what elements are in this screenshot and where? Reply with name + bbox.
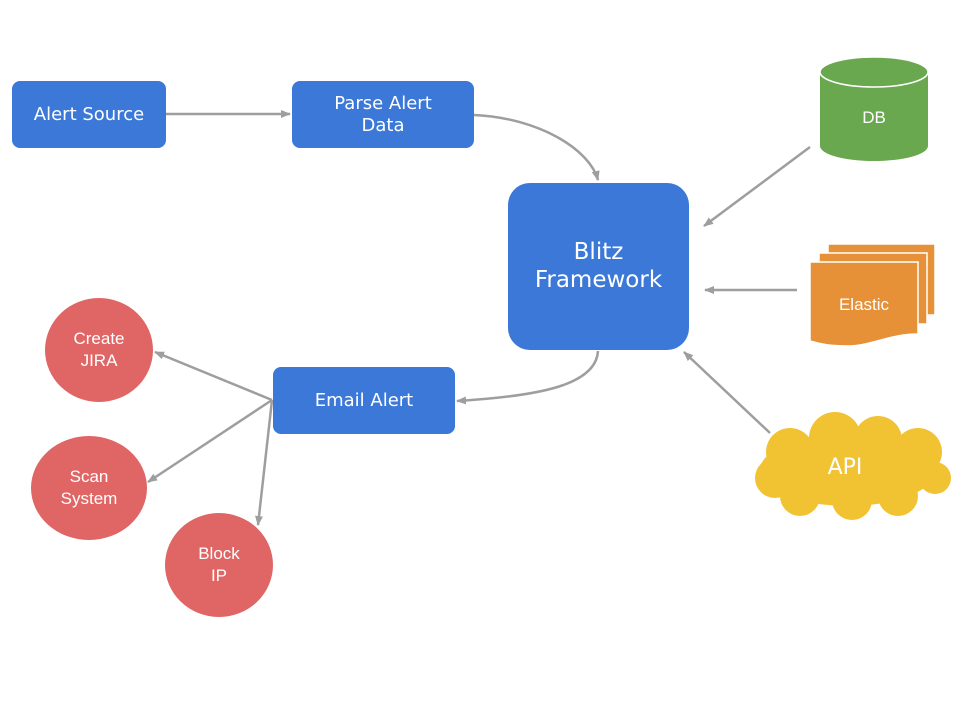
stacked-documents-icon xyxy=(809,243,936,347)
node-scan-system: Scan System xyxy=(31,436,147,540)
node-block-ip: Block IP xyxy=(165,513,273,617)
edge-db-to-blitz xyxy=(703,145,811,228)
edge-email-to-scan-system xyxy=(147,398,273,484)
node-api-label: API xyxy=(827,454,863,480)
edge-email-to-block-ip xyxy=(255,399,274,526)
node-email-alert: Email Alert xyxy=(273,367,455,434)
node-create-jira: Create JIRA xyxy=(45,298,153,402)
edge-api-to-blitz xyxy=(683,351,771,434)
node-alert-source: Alert Source xyxy=(12,81,166,148)
node-parse-alert-data: Parse Alert Data xyxy=(292,81,474,148)
database-cylinder-icon xyxy=(819,56,929,161)
node-elastic-label: Elastic xyxy=(838,295,890,314)
edge-email-to-create-jira xyxy=(154,350,273,402)
edge-parse-to-blitz xyxy=(473,113,600,181)
node-blitz-framework: Blitz Framework xyxy=(508,183,689,350)
cloud-icon xyxy=(755,412,951,520)
edge-blitz-to-email xyxy=(456,350,600,405)
node-db-label: DB xyxy=(862,107,886,127)
